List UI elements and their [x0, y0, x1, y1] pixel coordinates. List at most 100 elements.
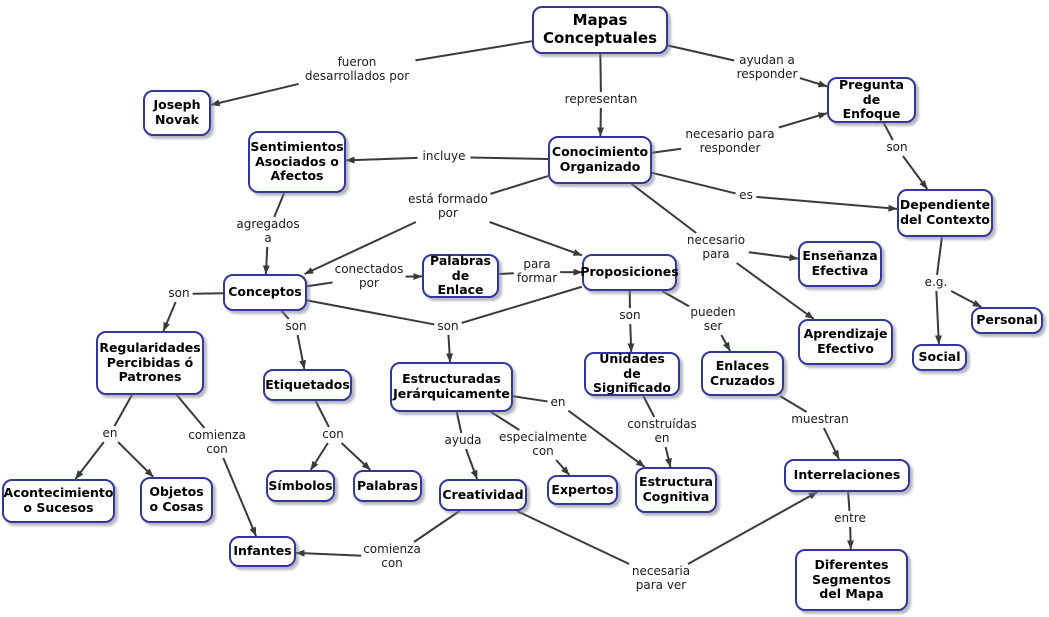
edge-line — [490, 411, 520, 431]
node-proposiciones[interactable]: Proposiciones — [580, 254, 679, 291]
edge-line — [461, 285, 583, 324]
edge-line — [882, 122, 894, 141]
link-label-son-etiquetados[interactable]: son — [283, 319, 309, 334]
node-palabras-de-enlace[interactable]: Palabras de Enlace — [422, 253, 499, 298]
edge-line — [516, 510, 630, 565]
edge-arrow-line — [756, 195, 898, 212]
edge-arrow-line — [799, 77, 828, 88]
edge-line — [642, 395, 656, 418]
link-label-comienza-con-creatividad[interactable]: comienza con — [361, 542, 423, 571]
edge-arrow-line — [847, 526, 855, 550]
link-label-conectados-por[interactable]: conectados por — [332, 262, 406, 291]
link-label-son-dependiente[interactable]: son — [884, 140, 910, 155]
link-label-pueden-ser[interactable]: pueden ser — [688, 305, 738, 334]
link-label-entre[interactable]: entre — [832, 511, 868, 526]
edge-line — [490, 175, 549, 195]
edge-line — [512, 395, 548, 403]
node-conocimiento-organizado[interactable]: Conocimiento Organizado — [548, 136, 652, 184]
link-label-necesaria-para-ver[interactable]: necesaria para ver — [629, 564, 693, 593]
node-infantes[interactable]: Infantes — [229, 536, 296, 567]
link-label-en-patrones[interactable]: en — [100, 426, 120, 441]
edge-arrow-line — [262, 246, 270, 275]
edge-line — [413, 510, 461, 543]
node-palabras[interactable]: Palabras — [353, 470, 422, 502]
edge-arrow-line — [210, 82, 299, 107]
node-objetos-o-cosas[interactable]: Objetos o Cosas — [140, 477, 213, 523]
edge-arrow-line — [748, 251, 799, 261]
node-estructura-cognitiva[interactable]: Estructura Cognitiva — [635, 467, 717, 513]
node-unidades-de-significado[interactable]: Unidades de Significado — [584, 351, 680, 396]
link-label-muestran[interactable]: muestran — [789, 412, 851, 427]
node-mapas-conceptuales[interactable]: Mapas Conceptuales — [532, 6, 668, 54]
edge-arrow-line — [934, 290, 942, 345]
link-label-esta-formado-por[interactable]: está formado por — [406, 192, 490, 221]
link-label-e-g[interactable]: e.g. — [922, 275, 950, 290]
node-diferentes-segmentos[interactable]: Diferentes Segmentos del Mapa — [795, 549, 908, 611]
node-pregunta-de-enfoque[interactable]: Pregunta de Enfoque — [827, 77, 916, 123]
node-estructuradas-jerarquicamente[interactable]: Estructuradas Jerárquicamente — [390, 362, 513, 412]
edge-line — [779, 395, 808, 413]
edge-arrow-line — [296, 334, 307, 370]
edge-line — [651, 147, 682, 154]
edge-arrow-line — [304, 221, 417, 275]
edge-arrow-line — [222, 457, 257, 537]
node-social[interactable]: Social — [912, 344, 967, 371]
link-label-representan[interactable]: representan — [562, 92, 640, 107]
link-label-agregados-a[interactable]: agregados a — [234, 217, 302, 246]
node-sentimientos-asociados[interactable]: Sentimientos Asociados o Afectos — [248, 131, 346, 193]
link-label-construidas-en[interactable]: construídas en — [625, 417, 699, 446]
link-label-con-etiquetados[interactable]: con — [320, 427, 346, 442]
edge-arrow-line — [295, 549, 363, 557]
edge-arrow-line — [720, 334, 731, 352]
node-creatividad[interactable]: Creatividad — [439, 479, 527, 511]
link-label-son-unidades[interactable]: son — [617, 308, 643, 323]
node-conceptos[interactable]: Conceptos — [223, 274, 307, 311]
edge-line — [306, 281, 334, 288]
link-label-es[interactable]: es — [737, 188, 755, 203]
node-dependiente-del-contexto[interactable]: Dependiente del Contexto — [897, 189, 993, 237]
node-joseph-novak[interactable]: Joseph Novak — [143, 90, 211, 136]
node-aprendizaje-efectivo[interactable]: Aprendizaje Efectivo — [798, 319, 893, 365]
edge-arrow-line — [902, 155, 929, 190]
link-label-para-formar[interactable]: para formar — [514, 257, 560, 286]
node-etiquetados[interactable]: Etiquetados — [263, 369, 352, 401]
edge-line — [192, 292, 224, 295]
node-ensenanza-efectiva[interactable]: Enseñanza Efectiva — [798, 241, 882, 287]
edge-arrow-line — [778, 112, 828, 129]
edge-line — [661, 290, 691, 308]
edge-line — [113, 394, 133, 427]
edge-line — [415, 40, 533, 62]
node-simbolos[interactable]: Símbolos — [266, 470, 335, 502]
link-label-necesario-para-responder[interactable]: necesario para responder — [683, 127, 777, 156]
node-interrelaciones[interactable]: Interrelaciones — [784, 459, 910, 492]
link-label-necesario-para[interactable]: necesario para — [684, 233, 748, 262]
node-enlaces-cruzados[interactable]: Enlaces Cruzados — [701, 351, 784, 396]
link-label-en-cognitiva[interactable]: en — [548, 395, 568, 410]
edge-arrow-line — [736, 262, 815, 320]
node-expertos[interactable]: Expertos — [547, 475, 618, 505]
link-label-especialmente-con[interactable]: especialmente con — [496, 430, 590, 459]
link-label-incluye[interactable]: incluye — [420, 149, 468, 164]
link-label-fueron-desarrollados-por[interactable]: fueron desarrollados por — [302, 55, 412, 84]
edge-line — [936, 236, 943, 276]
edge-line — [599, 53, 602, 93]
node-regularidades-percibidas[interactable]: Regularidades Percibidas ó Patrones — [96, 331, 204, 395]
edge-line — [498, 272, 514, 275]
edge-arrow-line — [687, 491, 818, 565]
edge-arrow-line — [465, 448, 479, 480]
edge-line — [651, 171, 736, 195]
edge-arrow-line — [117, 441, 155, 478]
link-label-son-regularidades[interactable]: son — [166, 286, 192, 301]
link-label-ayudan-a-responder[interactable]: ayudan a responder — [734, 53, 800, 82]
link-label-comienza-con-patrones[interactable]: comienza con — [186, 428, 248, 457]
node-acontecimiento-o-sucesos[interactable]: Acontecimiento o Sucesos — [2, 479, 115, 523]
node-personal[interactable]: Personal — [971, 307, 1043, 334]
edge-arrow-line — [309, 442, 329, 471]
link-label-son-estructuradas[interactable]: son — [435, 319, 461, 334]
edge-arrow-line — [627, 323, 635, 353]
edge-arrow-line — [950, 290, 982, 308]
edge-arrow-line — [555, 459, 571, 476]
link-label-ayuda[interactable]: ayuda — [442, 433, 484, 448]
